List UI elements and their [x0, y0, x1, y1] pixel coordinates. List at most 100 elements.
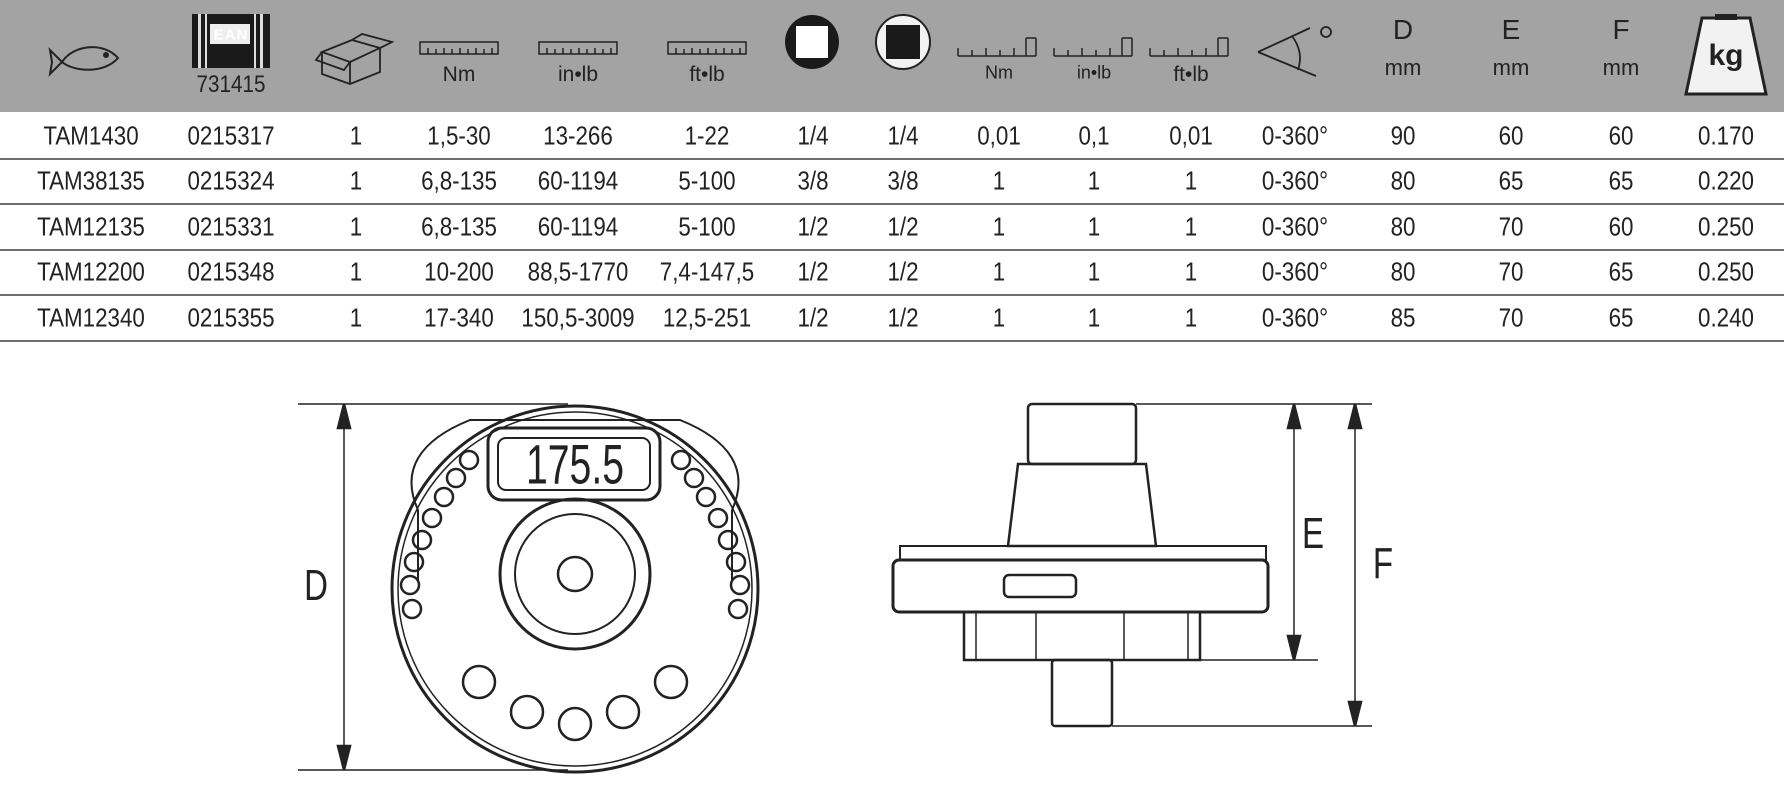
table-cell: 0215355: [187, 302, 275, 333]
table-cell: 65: [1498, 165, 1524, 196]
table-cell: 0.250: [1698, 211, 1754, 242]
table-cell: 60: [1608, 211, 1634, 242]
table-cell: 1: [1184, 302, 1198, 333]
table-cell: 0215317: [187, 120, 275, 151]
table-cell: 1/2: [887, 256, 919, 287]
table-cell: 17-340: [424, 302, 494, 333]
header-kg: kg: [1708, 39, 1744, 72]
table-cell: 1: [992, 165, 1006, 196]
header-res-inlb: in•lb: [1076, 62, 1112, 83]
resolution-scale-icon: [1053, 37, 1133, 57]
ean-logo-text: EAN: [213, 26, 249, 44]
table-cell: 13-266: [543, 120, 613, 151]
table-cell: 1: [1184, 165, 1198, 196]
row-divider: [0, 248, 1784, 251]
dimension-f-line: [1112, 403, 1372, 727]
display-reading: 175.5: [525, 432, 625, 496]
label-e: E: [1301, 509, 1325, 558]
table-cell: 3/8: [887, 165, 919, 196]
table-cell: 1/2: [797, 256, 829, 287]
table-cell: 0-360°: [1261, 165, 1329, 196]
table-cell: 0215331: [187, 211, 275, 242]
header-d: D: [1392, 14, 1414, 45]
table-cell: 10-200: [424, 256, 494, 287]
fish-icon: [48, 46, 120, 77]
table-cell: 0-360°: [1261, 120, 1329, 151]
table-cell: 80: [1390, 211, 1416, 242]
table-cell: 0.240: [1698, 302, 1754, 333]
table-cell: 65: [1608, 302, 1634, 333]
header-inlb: in•lb: [557, 63, 599, 86]
table-cell: 1/2: [887, 302, 919, 333]
header-res-nm: Nm: [985, 62, 1013, 83]
row-divider: [0, 339, 1784, 342]
table-cell: 1: [1184, 211, 1198, 242]
table-cell: 70: [1498, 256, 1524, 287]
table-cell: 1/4: [797, 120, 829, 151]
square-drive-inner-icon: [875, 14, 931, 70]
table-cell: 1: [349, 165, 363, 196]
table-cell: 1: [1087, 302, 1101, 333]
package-box-icon: [314, 33, 395, 85]
header-e: E: [1501, 14, 1521, 45]
table-cell: 1: [1184, 256, 1198, 287]
header-icons: [48, 14, 1768, 96]
table-cell: 80: [1390, 165, 1416, 196]
header-ftlb: ft•lb: [689, 63, 725, 86]
resolution-scale-icon: [957, 37, 1037, 57]
table-cell: TAM38135: [37, 165, 145, 196]
table-cell: 0.220: [1698, 165, 1754, 196]
table-cell: 1: [992, 211, 1006, 242]
table-cell: 5-100: [678, 211, 736, 242]
table-cell: 65: [1608, 256, 1634, 287]
table-cell: 85: [1390, 302, 1416, 333]
table-cell: 88,5-1770: [527, 256, 629, 287]
table-cell: 1: [1087, 165, 1101, 196]
table-cell: 90: [1390, 120, 1416, 151]
table-cell: 1: [349, 256, 363, 287]
ean-code: 731415: [196, 71, 266, 98]
table-cell: 0,1: [1078, 120, 1110, 151]
table-cell: TAM1430: [43, 120, 139, 151]
label-f: F: [1372, 539, 1394, 588]
ruler-icon: [538, 41, 618, 55]
table-cell: 0215324: [187, 165, 275, 196]
table-cell: 5-100: [678, 165, 736, 196]
header-res-ftlb: ft•lb: [1173, 63, 1209, 86]
table-cell: 0-360°: [1261, 302, 1329, 333]
row-divider: [0, 294, 1784, 296]
ean-barcode-icon: [192, 14, 270, 68]
table-cell: 12,5-251: [662, 302, 752, 333]
header-e-mm: mm: [1492, 55, 1530, 80]
row-divider: [0, 203, 1784, 205]
table-cell: 60: [1608, 120, 1634, 151]
table-cell: 1/2: [797, 302, 829, 333]
table-cell: 1: [1087, 211, 1101, 242]
table-cell: 60-1194: [537, 211, 619, 242]
table-cell: 70: [1498, 302, 1524, 333]
table-cell: 80: [1390, 256, 1416, 287]
row-divider: [0, 157, 1784, 160]
header-f-mm: mm: [1602, 55, 1640, 80]
adapter-side-view: [891, 402, 1270, 728]
ruler-icon: [419, 41, 499, 55]
table-cell: 70: [1498, 211, 1524, 242]
table-cell: 0.170: [1698, 120, 1754, 151]
table-cell: 0.250: [1698, 256, 1754, 287]
table-cell: 1: [992, 302, 1006, 333]
table-cell: 1/4: [887, 120, 919, 151]
table-cell: 150,5-3009: [521, 302, 635, 333]
header-d-mm: mm: [1384, 55, 1422, 80]
square-drive-outer-icon: [785, 15, 839, 69]
table-cell: 1-22: [684, 120, 730, 151]
table-cell: 0-360°: [1261, 256, 1329, 287]
table-cell: TAM12340: [37, 302, 145, 333]
table-cell: 1,5-30: [427, 120, 491, 151]
resolution-scale-icon: [1149, 37, 1229, 57]
ruler-icon: [667, 41, 747, 55]
angle-icon: [1257, 26, 1332, 77]
table-cell: 65: [1608, 165, 1634, 196]
table-cell: 7,4-147,5: [659, 256, 755, 287]
